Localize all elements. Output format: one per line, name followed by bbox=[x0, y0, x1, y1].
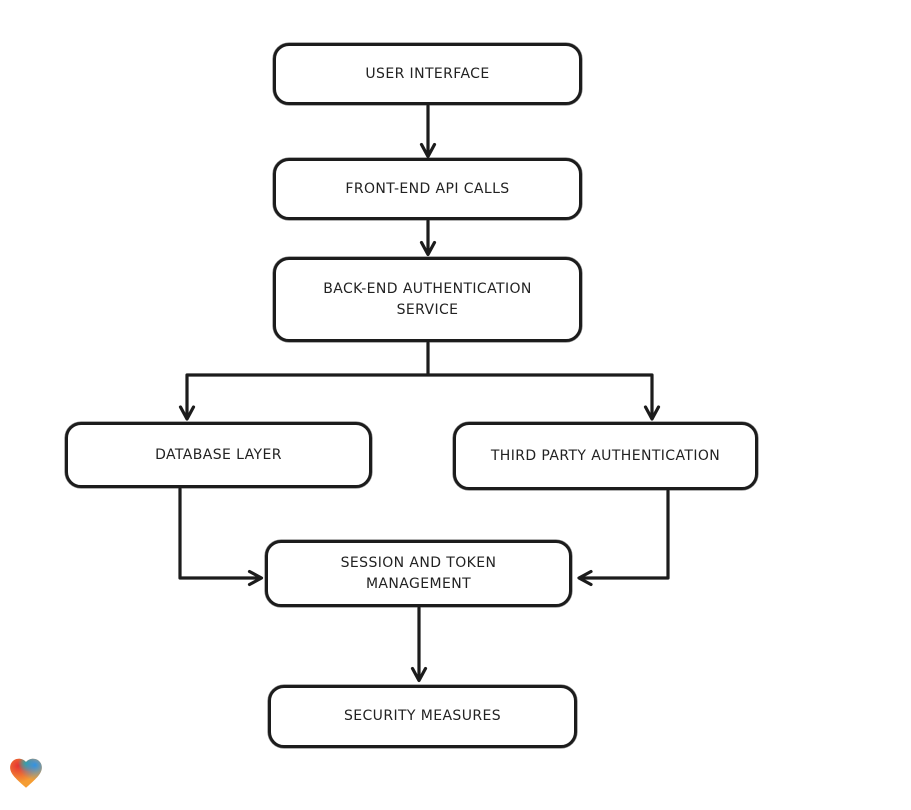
arrowhead-down-icon bbox=[419, 240, 437, 257]
arrowhead-down-icon bbox=[178, 405, 196, 421]
arrowhead-right-icon bbox=[247, 569, 264, 587]
node-user-interface[interactable]: USER INTERFACE bbox=[273, 43, 582, 105]
brand-heart-logo[interactable] bbox=[7, 754, 45, 792]
node-label: THIRD PARTY AUTHENTICATION bbox=[490, 447, 721, 464]
heart-icon bbox=[10, 758, 42, 788]
node-front-end-api-calls[interactable]: FRONT-END API CALLS bbox=[273, 158, 582, 220]
edge-user-interface-to-front-end bbox=[419, 104, 437, 159]
arrowhead-down-icon bbox=[410, 666, 428, 683]
edge-back-end-branch bbox=[178, 341, 661, 421]
arrowhead-down-icon bbox=[643, 405, 661, 421]
arrowhead-down-icon bbox=[419, 142, 437, 159]
edge-database-to-session bbox=[178, 487, 264, 587]
node-label: USER INTERFACE bbox=[365, 65, 490, 82]
node-label: SESSION AND TOKEN MANAGEMENT bbox=[340, 554, 497, 592]
edge-session-to-security bbox=[410, 606, 428, 683]
node-label: SECURITY MEASURES bbox=[343, 708, 502, 724]
node-security-measures[interactable]: SECURITY MEASURES bbox=[268, 685, 577, 748]
edge-third-party-to-session bbox=[577, 489, 670, 587]
node-session-and-token-management[interactable]: SESSION AND TOKEN MANAGEMENT bbox=[265, 540, 572, 607]
arrowhead-left-icon bbox=[577, 569, 593, 587]
node-database-layer[interactable]: DATABASE LAYER bbox=[65, 422, 372, 488]
node-label: FRONT-END API CALLS bbox=[345, 180, 510, 197]
node-label: DATABASE LAYER bbox=[155, 446, 282, 463]
node-third-party-authentication[interactable]: THIRD PARTY AUTHENTICATION bbox=[453, 422, 758, 490]
node-back-end-authentication-service[interactable]: BACK-END AUTHENTICATION SERVICE bbox=[273, 257, 582, 342]
edge-front-end-to-back-end bbox=[419, 219, 437, 257]
node-label: BACK-END AUTHENTICATION SERVICE bbox=[323, 280, 532, 318]
